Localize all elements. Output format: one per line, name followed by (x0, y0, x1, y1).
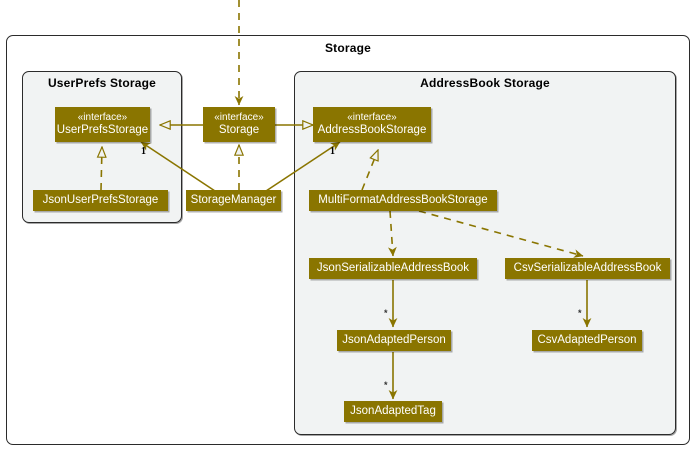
class-csvserializableaddressbook[interactable]: CsvSerializableAddressBook (505, 258, 670, 279)
label-jsonadaptedtag-multiplicity: * (384, 380, 388, 390)
class-jsonuserprefsstorage[interactable]: JsonUserPrefsStorage (33, 190, 168, 211)
package-addressbook-storage-title: AddressBook Storage (420, 76, 550, 90)
class-storage[interactable]: «interface» Storage (203, 107, 275, 142)
class-jsonserializableaddressbook-name: JsonSerializableAddressBook (316, 262, 470, 274)
class-jsonadaptedtag[interactable]: JsonAdaptedTag (344, 401, 442, 422)
class-csvadaptedperson[interactable]: CsvAdaptedPerson (532, 330, 642, 351)
class-multiformataddressbookstorage[interactable]: MultiFormatAddressBookStorage (309, 190, 497, 211)
class-jsonadaptedtag-name: JsonAdaptedTag (350, 405, 436, 417)
class-userprefsstorage[interactable]: «interface» UserPrefsStorage (55, 107, 150, 142)
class-storage-stereotype: «interface» (214, 112, 264, 123)
label-jsonadaptedperson-multiplicity: * (384, 308, 388, 318)
class-jsonadaptedperson[interactable]: JsonAdaptedPerson (337, 330, 451, 351)
class-addressbookstorage[interactable]: «interface» AddressBookStorage (313, 107, 431, 142)
class-jsonadaptedperson-name: JsonAdaptedPerson (342, 334, 446, 346)
class-addressbookstorage-stereotype: «interface» (347, 112, 397, 123)
class-storage-name: Storage (218, 124, 260, 136)
class-csvserializableaddressbook-name: CsvSerializableAddressBook (513, 262, 662, 274)
class-storagemanager[interactable]: StorageManager (186, 190, 281, 211)
class-addressbookstorage-name: AddressBookStorage (317, 124, 427, 136)
class-storagemanager-name: StorageManager (190, 194, 277, 206)
label-userprefs-multiplicity: 1 (141, 146, 146, 157)
class-userprefsstorage-name: UserPrefsStorage (56, 124, 149, 136)
label-addressbook-multiplicity: 1 (330, 146, 335, 157)
label-csvadaptedperson-multiplicity: * (578, 308, 582, 318)
class-csvadaptedperson-name: CsvAdaptedPerson (537, 334, 637, 346)
class-multiformataddressbookstorage-name: MultiFormatAddressBookStorage (318, 194, 488, 206)
package-userprefs-storage-title: UserPrefs Storage (47, 76, 157, 90)
class-jsonserializableaddressbook[interactable]: JsonSerializableAddressBook (309, 258, 477, 279)
class-jsonuserprefsstorage-name: JsonUserPrefsStorage (42, 194, 159, 206)
class-userprefsstorage-stereotype: «interface» (77, 112, 128, 123)
package-storage-title: Storage (324, 41, 372, 55)
